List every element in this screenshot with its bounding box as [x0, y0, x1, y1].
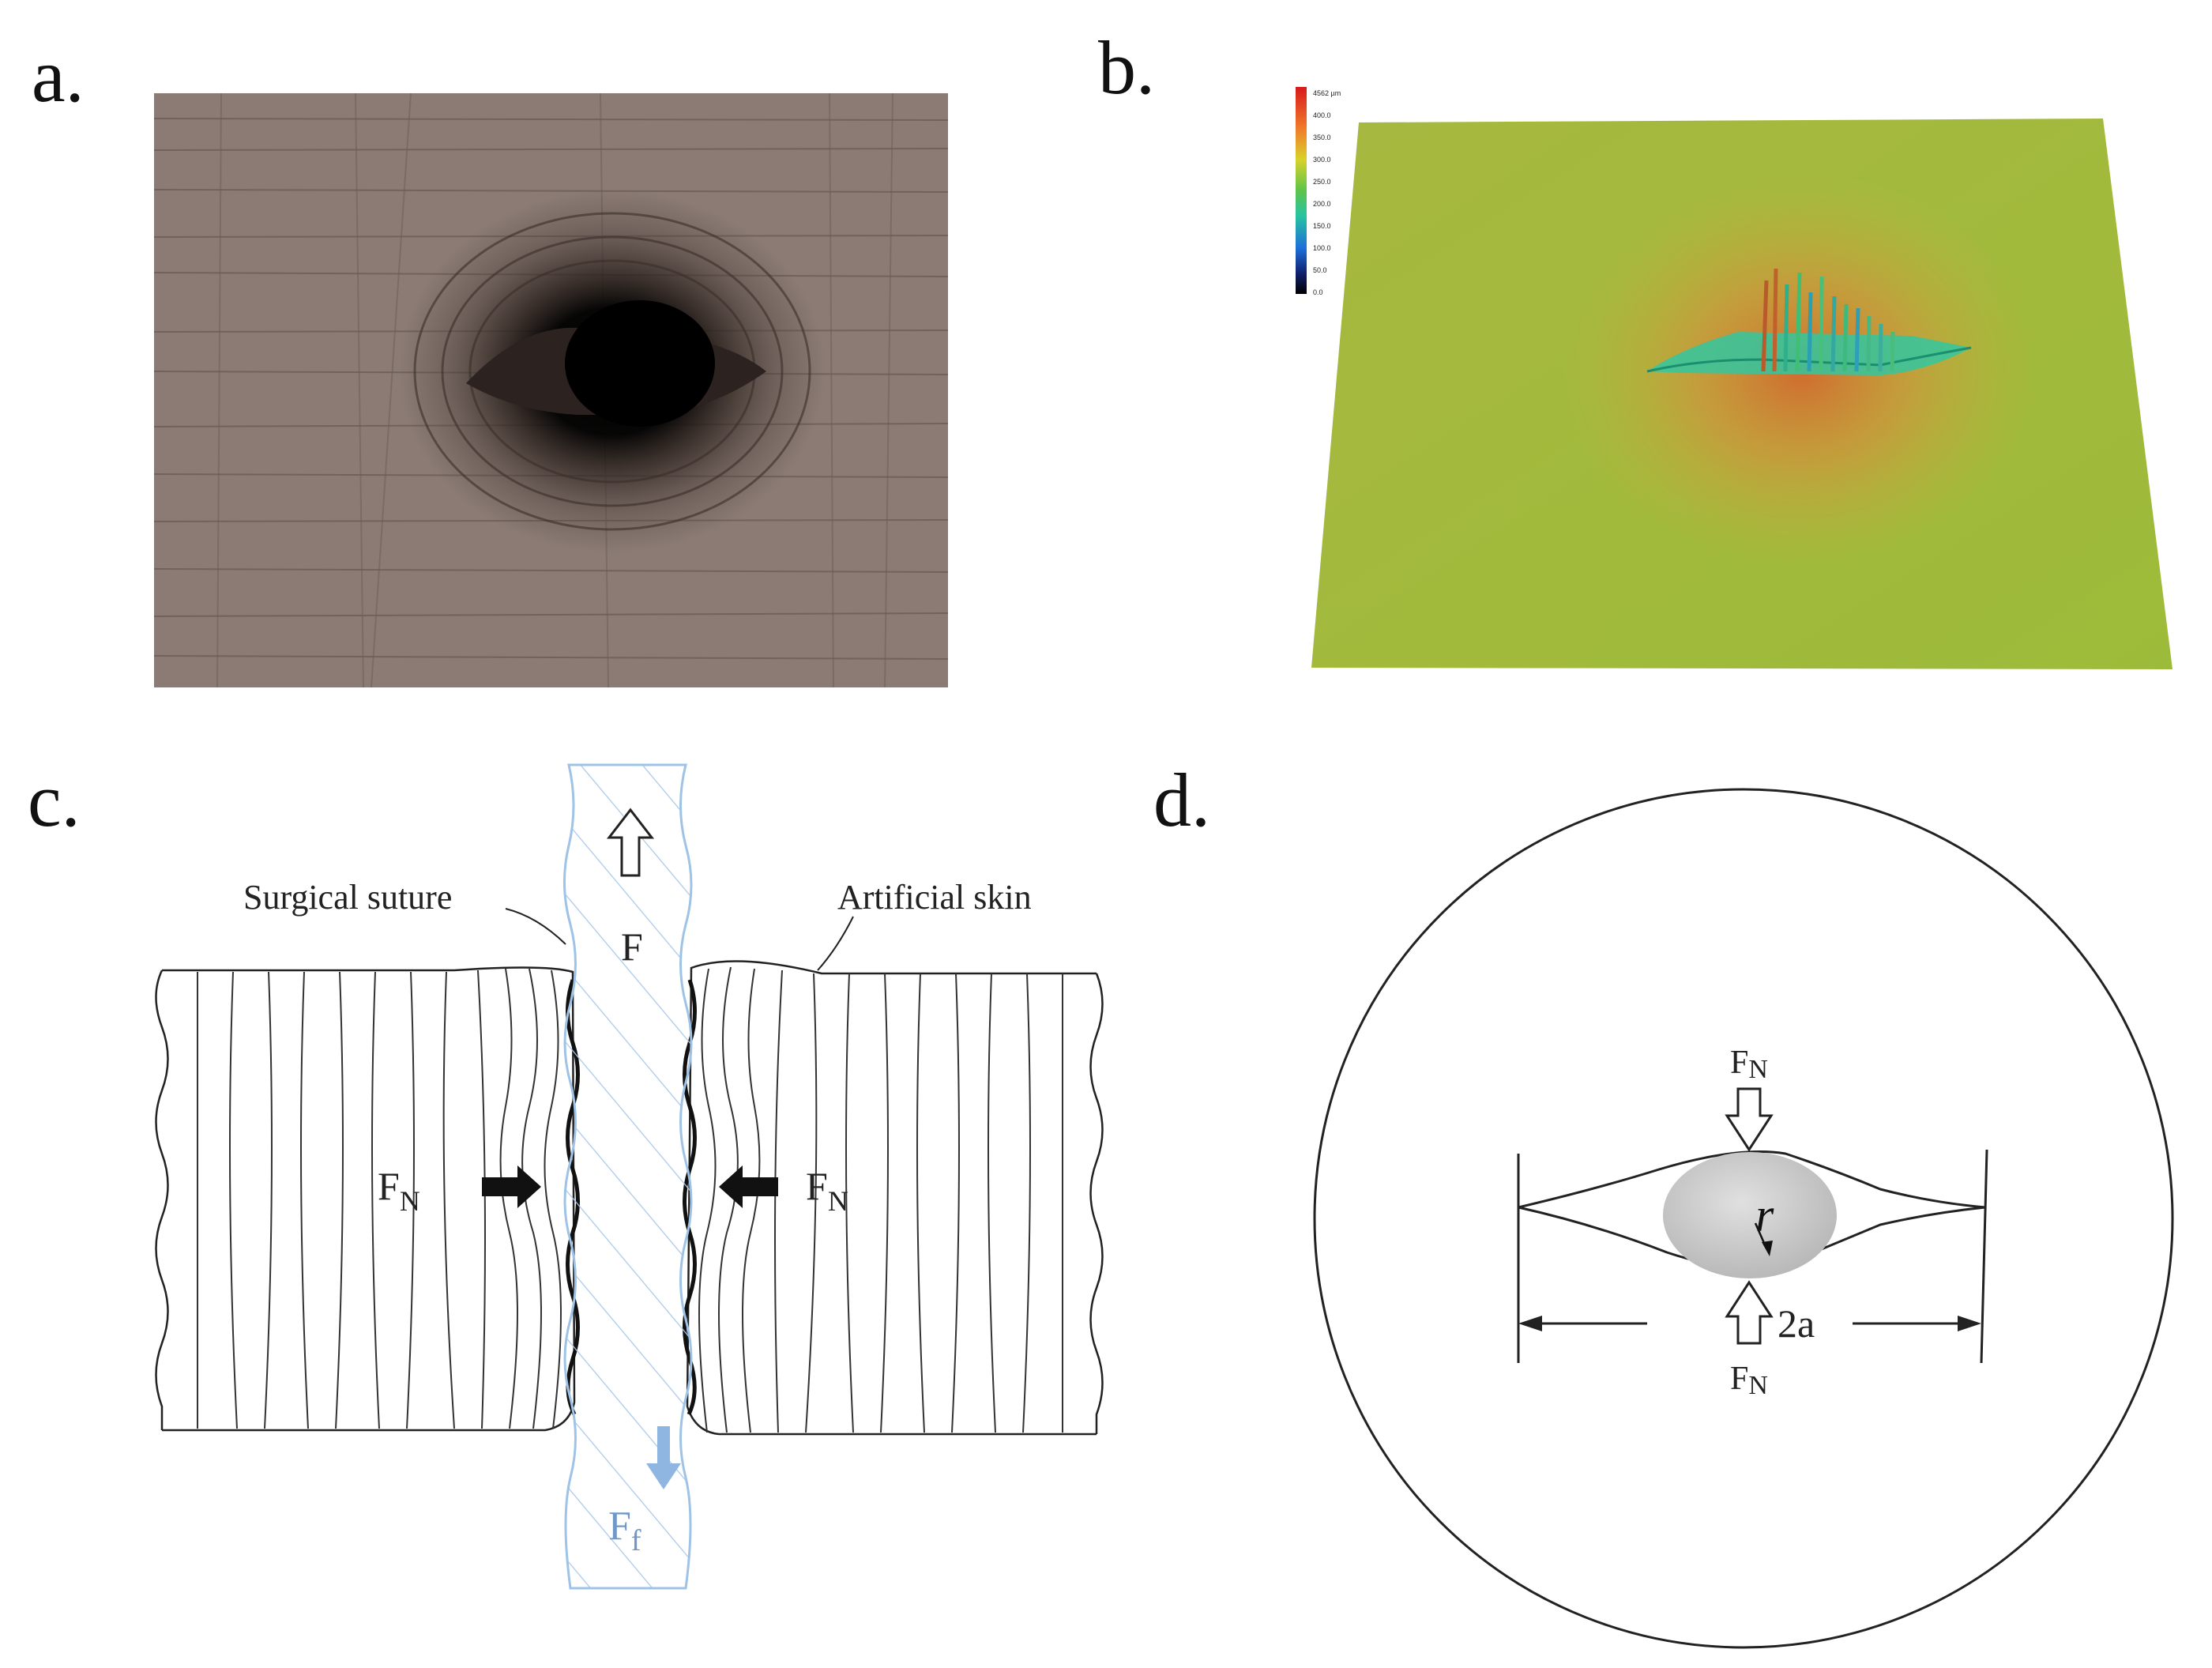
skin-leader-line	[817, 916, 854, 971]
surgical-suture-label: Surgical suture	[243, 878, 452, 917]
normal-force-right-arrow	[719, 1165, 778, 1208]
panel-d: d. r FN FN 2a	[1153, 758, 2174, 1649]
artificial-skin-left	[155, 966, 580, 1432]
artificial-skin-label: Artificial skin	[837, 878, 1032, 917]
colorbar-tick-label: 0.0	[1313, 288, 1323, 296]
specimen-circle	[1313, 788, 2174, 1649]
pull-force-label: F	[621, 924, 643, 969]
radius-label: r	[1755, 1189, 1774, 1241]
colorbar-tick-label: 200.0	[1313, 200, 1331, 208]
normal-force-top-label: FN	[1730, 1045, 1768, 1084]
artificial-skin-right	[683, 960, 1104, 1436]
width-dimension	[1517, 1149, 1988, 1364]
colorbar-tick-label: 4562 µm	[1313, 89, 1341, 97]
colorbar-tick-label: 300.0	[1313, 156, 1331, 164]
colorbar-tick-label: 350.0	[1313, 134, 1331, 141]
normal-force-bottom-arrow	[1725, 1280, 1774, 1345]
panel-b: b. 4562 µm 400.0 350.0 300.0 250.0 200.0 150.0…	[1098, 25, 2172, 669]
normal-force-right-label: FN	[806, 1164, 848, 1217]
colorbar-tick-label: 250.0	[1313, 178, 1331, 186]
micrograph-image	[153, 92, 949, 688]
normal-force-bottom-label: FN	[1730, 1361, 1768, 1400]
normal-force-top-arrow	[1725, 1087, 1774, 1152]
colorbar-tick-label: 150.0	[1313, 222, 1331, 230]
suture-cross-section	[1663, 1152, 1837, 1278]
colorbar-ticks: 4562 µm 400.0 350.0 300.0 250.0 200.0 150.0 100…	[1313, 89, 1341, 296]
surgical-suture	[562, 763, 693, 1590]
panel-c: c.	[28, 758, 1104, 1590]
colorbar-tick-label: 50.0	[1313, 266, 1327, 274]
normal-force-left-arrow	[482, 1165, 541, 1208]
panel-b-letter: b.	[1098, 25, 1155, 110]
colorbar	[1296, 87, 1307, 294]
surface-profile-3d	[1311, 119, 2172, 669]
suture-leader-line	[505, 908, 566, 945]
colorbar-tick-label: 400.0	[1313, 111, 1331, 119]
width-label: 2a	[1778, 1301, 1815, 1346]
panel-c-letter: c.	[28, 758, 81, 842]
panel-a: a.	[32, 33, 949, 688]
normal-force-left-label: FN	[378, 1164, 420, 1217]
colorbar-tick-label: 100.0	[1313, 244, 1331, 252]
panel-d-letter: d.	[1153, 758, 1210, 842]
friction-force-arrow	[646, 1426, 681, 1489]
panel-a-letter: a.	[32, 33, 85, 118]
pull-force-arrow	[606, 808, 655, 877]
radius-arrow	[1754, 1222, 1773, 1256]
friction-force-label: Ff	[608, 1504, 641, 1557]
